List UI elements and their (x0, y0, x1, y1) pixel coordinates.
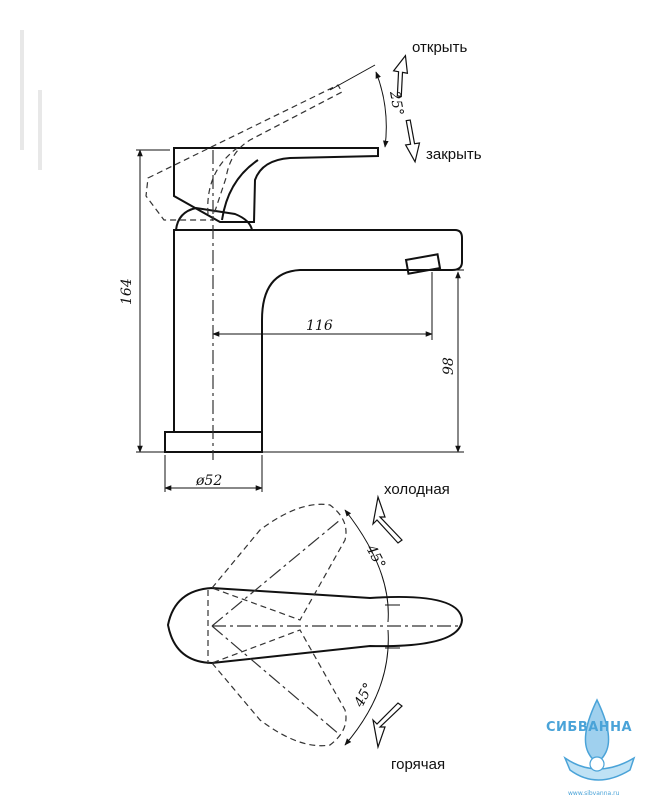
label-close: закрыть (426, 146, 482, 163)
lever-open-inner (207, 145, 241, 215)
top-view-dashed (207, 503, 460, 747)
faucet-body (173, 229, 463, 432)
side-view-dashed (145, 84, 343, 460)
label-hot: горячая (391, 756, 445, 773)
lever-top-cold-position (210, 503, 347, 621)
lever-inner-curve (221, 159, 259, 221)
top-angle-marks (344, 509, 400, 746)
dimension-lines (136, 149, 464, 492)
watermark-faint-lines (20, 30, 42, 170)
label-cold: холодная (384, 481, 450, 498)
lever-closed (173, 147, 379, 223)
open-close-arrows (392, 54, 421, 164)
mascot-face-icon (589, 756, 605, 772)
lever-top-hot-position (210, 629, 347, 747)
hot-arrow-icon (372, 702, 403, 750)
lever-top-outline (166, 586, 464, 665)
dim-reach-label: 116 (306, 318, 333, 334)
cold-arrow-icon (372, 494, 403, 544)
open-arrow-icon (392, 54, 409, 98)
dim-spout-height-label: 98 (441, 357, 457, 375)
top-view (166, 586, 464, 665)
cold-hot-arrows (372, 494, 403, 750)
logo-url: www.sibvanna.ru (568, 790, 620, 797)
dim-base-diameter-label: ø52 (195, 473, 222, 489)
bathtub-icon (563, 755, 636, 781)
angle-cold-label: 45° (362, 541, 388, 571)
angle-hot-label: 45° (351, 680, 377, 710)
side-view (164, 147, 463, 453)
lever-angle-marks (329, 64, 389, 148)
angle-lever-label: 25° (386, 89, 406, 117)
logo-name: СИБВАННА (546, 720, 632, 735)
sibvanna-logo: СИБВАННА www.sibvanna.ru (546, 698, 636, 797)
close-arrow-icon (404, 119, 421, 164)
label-open: открыть (412, 39, 467, 56)
dim-height-label: 164 (119, 278, 135, 305)
lever-open-outline (145, 84, 343, 221)
aerator (404, 253, 442, 275)
